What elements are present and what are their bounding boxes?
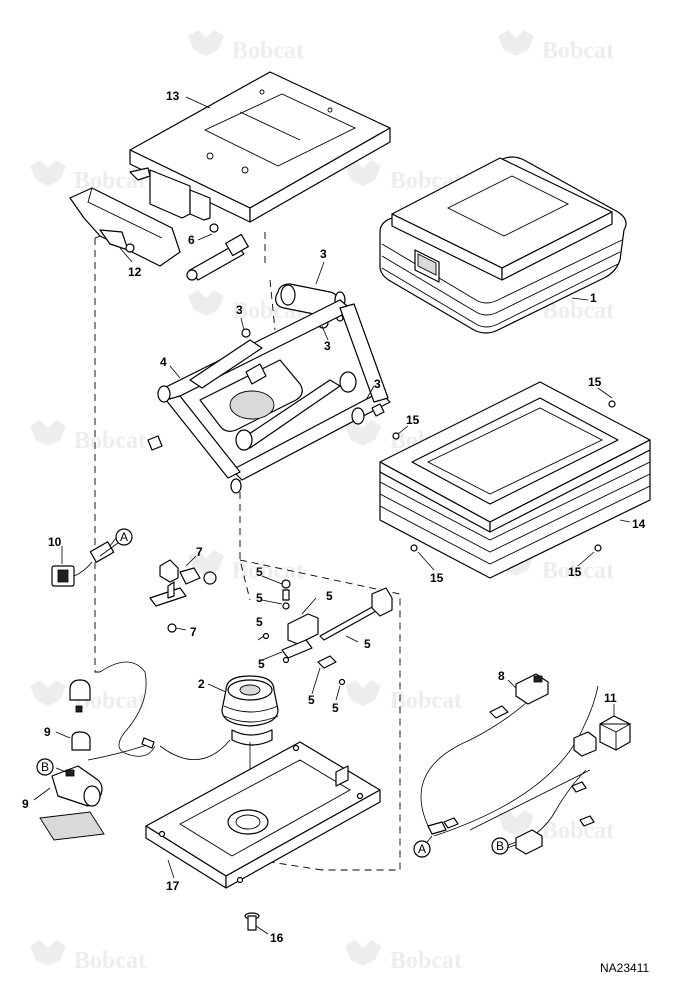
watermark-row3-center: Bobcat [188,290,304,324]
part-2-air-spring [221,675,279,800]
watermark-bottom-left: Bobcat [30,940,146,974]
svg-text:Bobcat: Bobcat [542,558,614,584]
callout-15-left: 15 [406,413,420,427]
part-13-slide-plate [129,71,391,223]
connector-a-left: A [115,528,133,546]
svg-text:A: A [120,530,128,544]
part-17-base-plate [145,741,381,889]
part-16-bolt [244,912,260,931]
part-11-relay [599,715,632,751]
svg-text:Bobcat: Bobcat [390,948,462,974]
connector-a-right: A [413,840,431,858]
callout-5-h: 5 [332,701,339,715]
watermark-bottom-center: Bobcat [345,940,462,974]
watermark-row6-center: Bobcat [345,680,462,714]
part-8-wire-harness [420,673,599,855]
assembly-dashed-lines [94,217,401,871]
watermark-row7-right: Bobcat [498,810,614,844]
svg-text:A: A [418,842,426,856]
svg-text:Bobcat: Bobcat [542,38,614,64]
callout-9-top: 9 [44,725,51,739]
watermark-row6-left: Bobcat [30,680,146,714]
watermark-row4-left: Bobcat [30,420,146,454]
callout-5-e: 5 [364,637,371,651]
callout-3-left: 3 [236,303,243,317]
part-7-arm-bracket [149,559,217,633]
callout-15-bottomright: 15 [568,565,582,579]
leader-lines [33,96,631,935]
callout-5-g: 5 [308,693,315,707]
svg-text:B: B [496,839,504,853]
watermark-mid-center: Bobcat [345,160,462,194]
callout-2: 2 [198,677,205,691]
left-wire-harness [87,661,231,761]
callout-15-topright: 15 [588,375,602,389]
connector-b-left: B [36,758,54,776]
callout-3-top: 3 [320,247,327,261]
part-1-seat-cushion [379,156,627,334]
part-6-damper [186,223,249,281]
callout-14: 14 [632,517,646,531]
svg-text:Bobcat: Bobcat [390,688,462,714]
part-4-scissor-suspension [147,299,391,494]
svg-text:B: B [41,760,49,774]
part-5-switch-assembly [262,579,393,686]
callout-16: 16 [270,931,284,945]
callout-5-d: 5 [256,615,263,629]
callout-7-bottom: 7 [190,625,197,639]
watermark-row5-center: Bobcat [188,550,304,584]
callout-4: 4 [160,355,167,369]
callout-9-bottom: 9 [22,797,29,811]
watermark-top-right: Bobcat [498,30,614,64]
callout-1: 1 [590,291,597,305]
connector-b-right: B [491,837,509,855]
callout-5-b: 5 [256,591,263,605]
callout-3-mid: 3 [324,339,331,353]
callout-10: 10 [48,535,62,549]
watermark-top-left: Bobcat [188,30,304,64]
callout-11: 11 [604,691,617,705]
callout-12: 12 [128,265,142,279]
connector-markers: A B A B [36,528,509,858]
part-10-switch-connector [51,541,115,587]
part-12-bracket [69,187,181,267]
svg-text:Bobcat: Bobcat [74,948,146,974]
callout-13: 13 [166,89,180,103]
drawing-reference-code: NA23411 [600,961,649,975]
part-14-base-bellows [379,381,651,579]
callout-7-top: 7 [196,545,203,559]
callout-5-c: 5 [326,589,333,603]
callout-labels: 13 12 6 1 3 3 3 3 4 15 15 14 15 15 10 7 … [22,89,646,945]
callout-8: 8 [498,669,505,683]
part-9-sensor [39,679,105,841]
callout-3-right: 3 [374,377,381,391]
svg-text:Bobcat: Bobcat [74,428,146,454]
callout-5-f: 5 [258,657,265,671]
part-3-bushing-left [241,328,251,338]
callout-5-a: 5 [256,565,263,579]
watermark-mid-left: Bobcat [30,160,146,194]
callout-17: 17 [166,879,180,893]
svg-text:Bobcat: Bobcat [542,818,614,844]
svg-text:Bobcat: Bobcat [232,38,304,64]
callout-6: 6 [188,233,195,247]
callout-15-bottomleft: 15 [430,571,444,585]
